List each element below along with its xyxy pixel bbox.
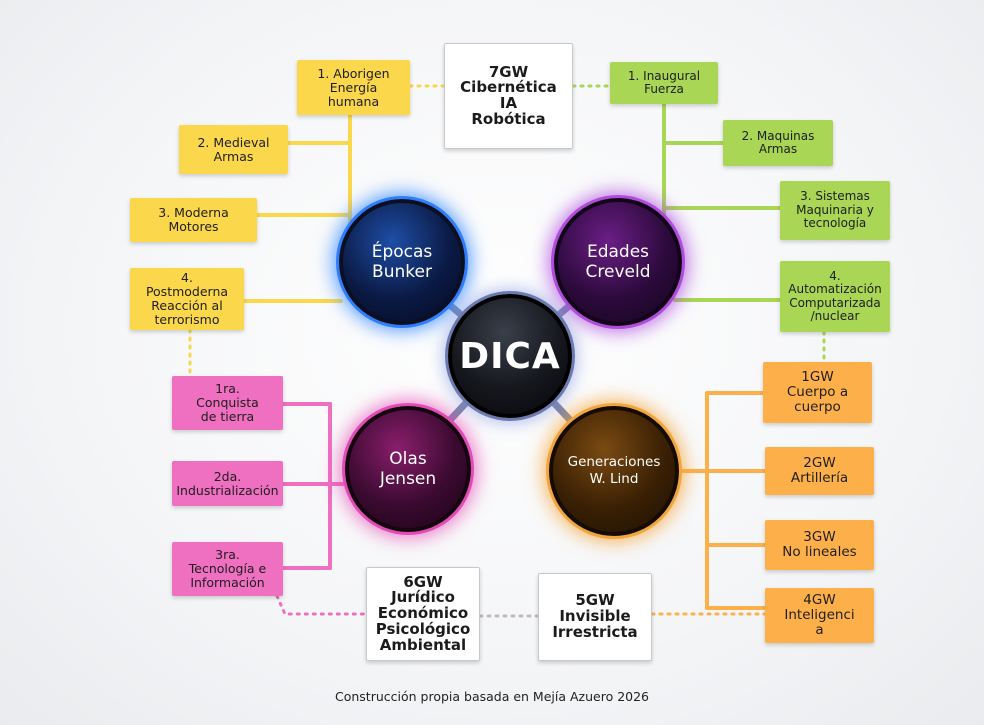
generaciones-item-3gw: 3GW No lineales (765, 520, 874, 570)
epocas-item-moderna: 3. Moderna Motores (130, 198, 257, 242)
olas-item-segunda: 2da. Industrialización (172, 461, 283, 506)
box-5gw: 5GW Invisible Irrestricta (538, 573, 652, 661)
hub-epocas-bunker: Épocas Bunker (339, 199, 465, 325)
edades-item-maquinas: 2. Maquinas Armas (723, 120, 833, 166)
olas-item-tercera: 3ra. Tecnología e Información (172, 542, 283, 596)
epocas-item-postmoderna: 4. Postmoderna Reacción al terrorismo (130, 268, 244, 330)
edades-item-sistemas: 3. Sistemas Maquinaria y tecnología (780, 181, 890, 240)
source-caption: Construcción propia basada en Mejía Azue… (334, 689, 650, 704)
hub-edades-creveld: Edades Creveld (554, 198, 682, 326)
edades-item-inaugural: 1. Inaugural Fuerza (610, 62, 718, 104)
center-hub-dica: DICA (448, 294, 572, 418)
epocas-item-aborigen: 1. Aborigen Energía humana (297, 60, 410, 115)
hub-generaciones-lind: Generaciones W. Lind (549, 406, 679, 536)
edades-item-automatizacion: 4. Automatización Computarizada /nuclear (780, 261, 890, 332)
olas-item-primera: 1ra. Conquista de tierra (172, 376, 283, 430)
generaciones-item-4gw: 4GW Inteligenci a (765, 588, 874, 643)
hub-olas-jensen: Olas Jensen (345, 406, 471, 532)
box-7gw: 7GW Cibernética IA Robótica (444, 43, 573, 149)
epocas-item-medieval: 2. Medieval Armas (179, 125, 288, 174)
generaciones-item-2gw: 2GW Artillería (765, 447, 874, 495)
generaciones-item-1gw: 1GW Cuerpo a cuerpo (763, 362, 872, 423)
box-6gw: 6GW Jurídico Económico Psicológico Ambie… (366, 567, 480, 661)
